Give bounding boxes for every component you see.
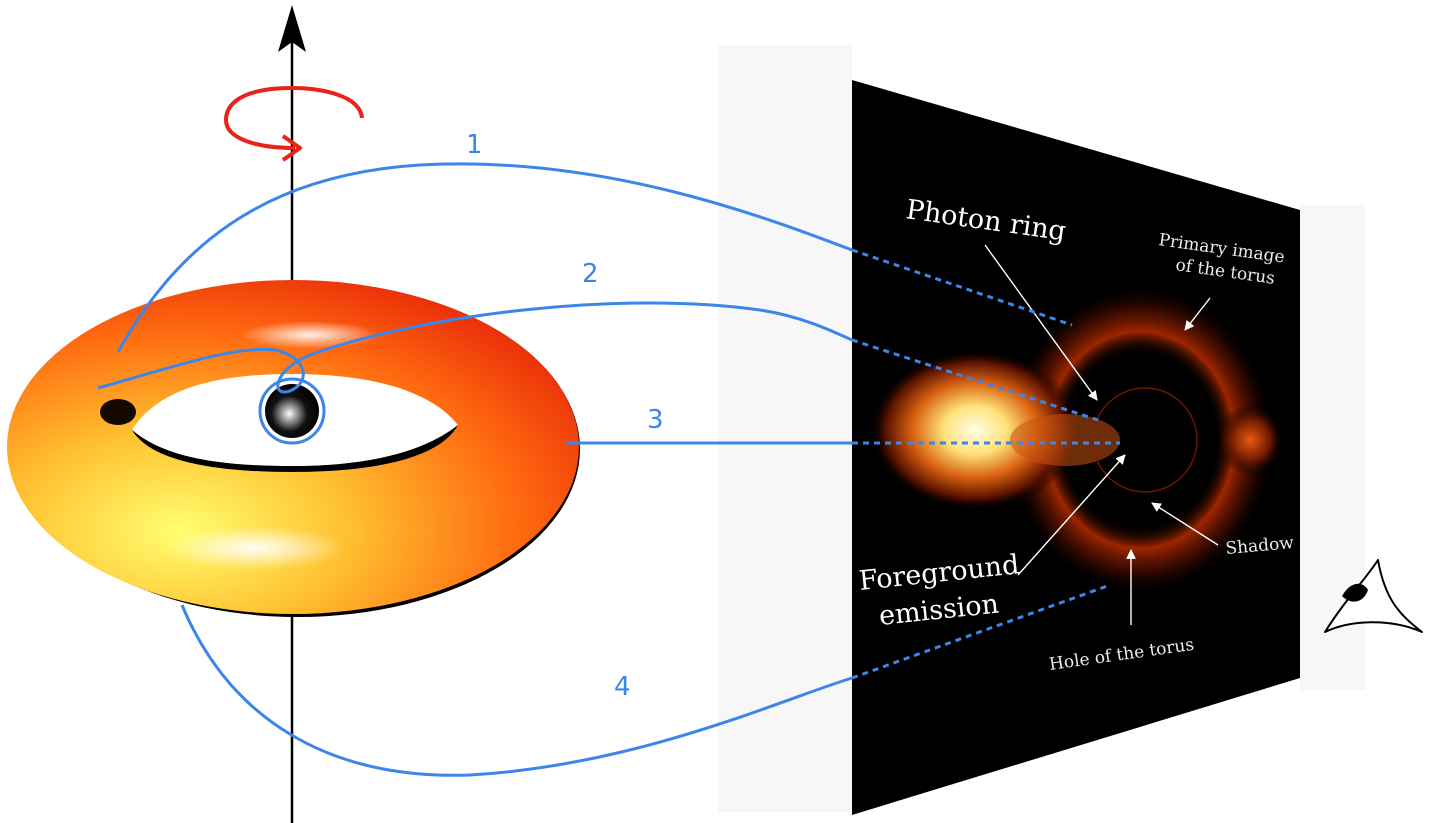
- ray-label-3: 3: [647, 405, 664, 435]
- ray-label-1: 1: [466, 130, 483, 160]
- rotation-arrow-icon: [226, 88, 362, 148]
- image-screen: [852, 80, 1300, 815]
- ray-label-4: 4: [614, 672, 631, 702]
- ray-label-2: 2: [582, 259, 599, 289]
- torus: [7, 280, 580, 617]
- black-hole-icon: [265, 384, 319, 438]
- screen-backdrop-left: [718, 45, 852, 812]
